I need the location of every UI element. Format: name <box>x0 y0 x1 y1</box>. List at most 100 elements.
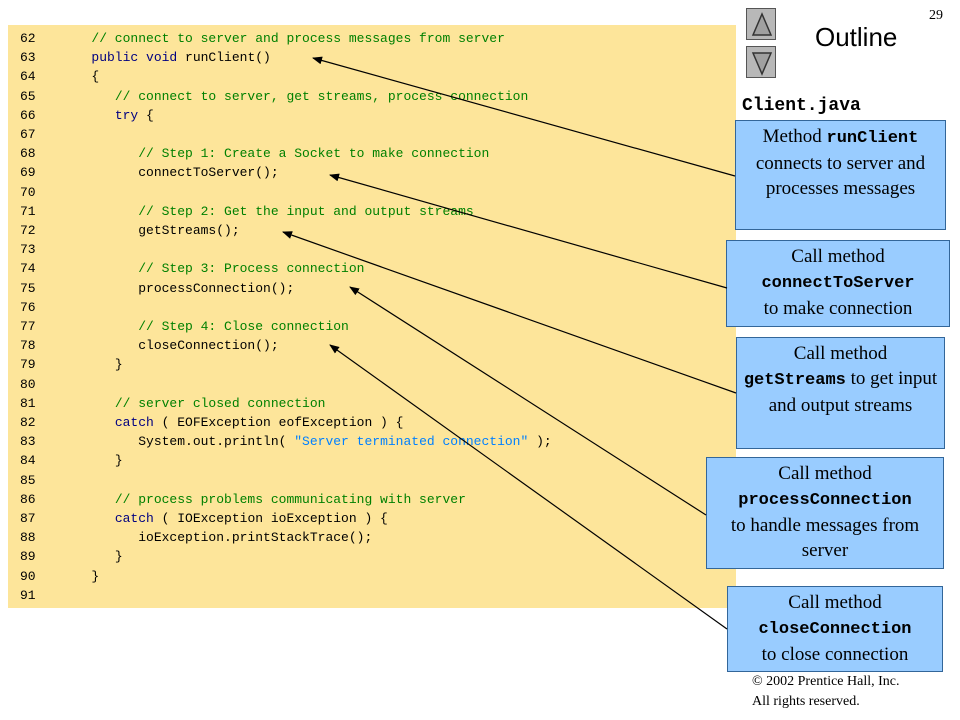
triangle-down-icon <box>751 52 773 76</box>
code-text: catch ( EOFException eofException ) { <box>68 413 404 432</box>
code-indent <box>68 146 138 161</box>
callout-closeconnection: Call method closeConnection to close con… <box>727 586 943 672</box>
line-number: 65 <box>20 88 36 104</box>
line-number: 83 <box>20 434 36 450</box>
line-number: 89 <box>20 549 36 565</box>
code-token-plain: ( IOException ioException ) { <box>161 511 388 526</box>
code-text: // Step 3: Process connection <box>68 259 364 278</box>
code-token-plain: } <box>114 453 123 469</box>
code-token-plain: processConnection(); <box>138 280 295 296</box>
code-text: { <box>68 67 99 86</box>
callout-method-name: runClient <box>826 129 919 148</box>
code-indent <box>68 549 115 564</box>
code-indent <box>68 108 115 123</box>
code-text: // Step 4: Close connection <box>68 317 349 336</box>
previous-slide-button[interactable] <box>746 8 776 40</box>
code-text: connectToServer(); <box>68 163 279 182</box>
code-indent <box>68 204 138 219</box>
code-token-plain: ioException.printStackTrace(); <box>138 530 373 546</box>
code-text: } <box>68 567 99 586</box>
outline-title[interactable]: Outline <box>815 22 898 52</box>
code-token-plain: { <box>146 107 154 123</box>
file-name: Client.java <box>742 96 861 116</box>
code-indent <box>68 396 115 411</box>
code-token-comment: // process problems communicating with s… <box>114 491 466 507</box>
code-token-plain: runClient() <box>185 50 271 66</box>
code-token-comment: // connect to server and process message… <box>91 31 505 46</box>
code-token-plain: connectToServer(); <box>138 165 279 181</box>
code-indent <box>68 492 115 507</box>
callout-connecttoserver: Call method connectToServer to make conn… <box>726 240 950 327</box>
code-indent <box>68 415 115 430</box>
code-text: getStreams(); <box>68 221 240 240</box>
code-indent <box>68 453 115 468</box>
callout-text: Call method <box>778 463 872 484</box>
code-text: closeConnection(); <box>68 336 278 355</box>
code-indent <box>68 223 138 238</box>
line-number: 77 <box>20 319 36 334</box>
code-text: ioException.printStackTrace(); <box>68 528 372 547</box>
line-number: 91 <box>20 587 36 603</box>
line-number: 72 <box>20 223 36 238</box>
code-token-plain: } <box>114 549 123 565</box>
code-text: // process problems communicating with s… <box>68 490 466 509</box>
callout-text: Call method <box>791 246 885 267</box>
code-token-comment: // Step 2: Get the input and output stre… <box>138 203 474 219</box>
callout-text: Call method <box>793 343 888 364</box>
callout-text: Method <box>762 126 827 147</box>
code-text: } <box>68 451 123 470</box>
code-indent <box>68 530 138 545</box>
code-text: // Step 1: Create a Socket to make conne… <box>68 144 489 163</box>
copyright-line: © 2002 Prentice Hall, Inc. <box>752 674 900 689</box>
line-number: 85 <box>20 472 36 488</box>
code-indent <box>68 261 138 276</box>
callout-text: connects to server and processes message… <box>755 153 926 199</box>
line-number: 79 <box>20 357 36 373</box>
code-text: // Step 2: Get the input and output stre… <box>68 202 474 221</box>
line-number: 66 <box>20 107 36 123</box>
code-indent <box>68 69 91 84</box>
code-text: try { <box>68 106 154 125</box>
next-slide-button[interactable] <box>746 46 776 78</box>
line-number: 87 <box>20 511 36 526</box>
line-number: 73 <box>20 242 36 258</box>
code-token-keyword: catch <box>114 415 162 430</box>
callout-processconnection: Call method processConnection to handle … <box>706 457 944 569</box>
line-number: 64 <box>20 69 36 85</box>
line-number: 90 <box>20 568 36 584</box>
code-text: // connect to server, get streams, proce… <box>68 87 528 106</box>
line-number: 78 <box>20 338 36 354</box>
callout-method-name: closeConnection <box>758 620 912 639</box>
code-indent <box>68 434 138 449</box>
callout-text: to close connection <box>761 644 909 665</box>
line-number: 74 <box>20 261 36 277</box>
code-token-comment: // server closed connection <box>114 395 326 411</box>
code-token-plain: ( EOFException eofException ) { <box>161 415 404 430</box>
code-token-plain: ); <box>528 434 552 450</box>
code-text: public void runClient() <box>68 48 271 67</box>
code-indent <box>68 511 115 526</box>
callout-text: to get input and output streams <box>768 368 938 416</box>
code-indent <box>68 89 115 104</box>
line-number: 67 <box>20 127 36 142</box>
code-token-comment: // Step 3: Process connection <box>138 261 365 277</box>
code-indent <box>68 569 91 584</box>
callout-runclient: Method runClient connects to server and … <box>735 120 946 230</box>
callout-method-name: getStreams <box>743 371 846 390</box>
code-token-plain: { <box>91 69 100 85</box>
line-number: 76 <box>20 299 36 315</box>
code-token-keyword: catch <box>114 511 162 526</box>
code-text: } <box>68 355 123 374</box>
line-number: 75 <box>20 280 36 296</box>
code-token-plain: getStreams(); <box>138 223 240 238</box>
line-number: 84 <box>20 453 36 469</box>
copyright: © 2002 Prentice Hall, Inc. All rights re… <box>752 672 900 712</box>
line-number: 71 <box>20 203 36 219</box>
callout-text: to handle messages from server <box>730 515 920 561</box>
code-listing: 62 // connect to server and process mess… <box>8 25 736 608</box>
code-indent <box>68 281 138 296</box>
line-number: 88 <box>20 530 36 546</box>
code-token-comment: // connect to server, get streams, proce… <box>114 88 529 104</box>
callout-text: to make connection <box>763 298 913 319</box>
code-token-comment: // Step 4: Close connection <box>138 319 349 334</box>
